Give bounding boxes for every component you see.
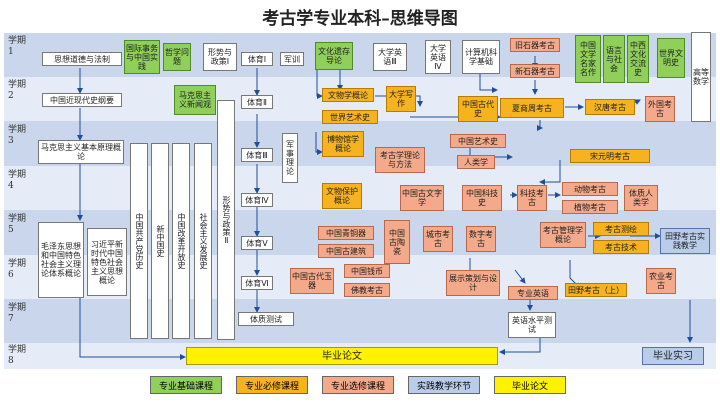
semester-label-3: 学期 3 [8,125,27,146]
course-shehui: 社会主义发展史 [194,143,212,339]
course-waiguo: 外国考古 [645,96,675,122]
course-songyuan: 宋元明考古 [570,149,650,163]
course-xinshiqi: 新石器考古 [510,64,560,78]
course-wenhua-yichan: 文化遗存导论 [315,42,353,70]
course-gaige: 中国改革开放史 [172,143,190,339]
course-tiyu1: 体育Ⅰ [241,52,273,66]
course-jindaishi: 中国近现代史纲要 [42,93,122,107]
course-daying4: 大学英语Ⅳ [425,40,451,74]
course-guwenzi: 中国古文字学 [400,185,444,211]
course-nongye: 农业考古 [646,268,676,294]
course-renleixue: 人类学 [457,155,495,169]
course-qianbi: 中国钱币 [344,264,390,278]
course-zhanlan: 展示策划与设计 [446,270,500,296]
course-keji-kaogu: 科技考古 [517,185,547,211]
course-bowuguan: 博物馆学概论 [322,131,364,157]
course-yuyan: 语言与社会 [603,35,625,83]
course-chengshi: 城市考古 [423,226,453,252]
course-celiang: 考古测绘 [593,222,649,236]
legend-thesis: 毕业论文 [494,376,566,394]
course-tiyu6: 体育Ⅵ [241,276,273,290]
course-wenwu-baohu: 文物保护概论 [322,183,362,209]
course-tianye-shang: 田野考古（上） [565,283,627,297]
course-gaodeng: 高等数学 [691,32,711,122]
course-gudai-shi: 中国古代史 [458,96,498,122]
course-tizhi-ceshi: 体质测试 [238,312,294,326]
course-yuqi: 中国古代玉器 [290,268,334,294]
course-yingyu-ceshi: 英语水平测试 [508,312,556,338]
course-makesi-xinwen: 马克思主义新闻观 [174,85,216,115]
course-zhongguo-yishu: 中国艺术史 [450,134,506,148]
legend-foundation: 专业基础课程 [150,376,222,394]
legend-elective: 专业选修课程 [322,376,394,394]
course-xinzhongguo: 新中国史 [151,143,169,339]
course-xingshi1: 形势与政策Ⅰ [203,43,237,71]
course-guanli: 考古管理学概论 [540,222,586,248]
course-maozedong: 毛泽东思想和中国特色社会主义理论体系概论 [38,222,84,298]
semester-label-2: 学期 2 [8,80,27,101]
course-xiashangzhou: 夏商周考古 [500,98,564,118]
legend-practice: 实践教学环节 [408,376,480,394]
page-title: 考古学专业本科–思维导图 [262,9,458,29]
course-sixiang: 思想道德与法制 [42,52,122,66]
course-guoji: 国际事务与中国实践 [124,40,160,74]
course-junxun: 军训 [280,52,304,66]
course-zhiwu: 植物考古 [562,200,618,214]
semester-label-4: 学期 4 [8,170,27,191]
course-shuzi: 数字考古 [466,226,496,252]
course-junshi: 军事理论 [282,133,298,183]
course-qingtong: 中国青铜器 [318,226,374,240]
course-gujianzhu: 中国古建筑 [318,244,374,258]
course-jiushiqi: 旧石器考古 [510,38,560,52]
semester-label-8: 学期 8 [8,345,27,366]
course-taoci: 中国古陶瓷 [384,220,410,264]
course-shijie-yishu: 世界艺术史 [322,110,378,124]
course-wenwuxue: 文物学概论 [322,88,374,102]
course-yuanli: 马克思主义基本原理概论 [38,140,124,164]
course-jisuanji: 计算机科学基础 [462,40,500,74]
course-xijinping: 习近平新时代中国特色社会主义思想概论 [87,228,127,296]
semester-label-6: 学期 6 [8,259,27,280]
course-daying3: 大学英语Ⅲ [373,43,407,71]
course-tiyu2: 体育Ⅱ [241,95,273,109]
course-daxue-xiezuo: 大学写作 [386,86,416,112]
semester-label-5: 学期 5 [8,214,27,235]
course-tiyu3: 体育Ⅲ [241,148,273,162]
course-tiyu4: 体育Ⅳ [241,193,273,207]
course-shijie-wenming: 世界文明史 [657,38,685,78]
course-xingshi2: 形势与政策Ⅱ [217,100,235,340]
course-hantang: 汉唐考古 [585,99,635,115]
course-tizhi: 体质人类学 [624,185,658,211]
semester-label-1: 学期 1 [8,36,27,57]
course-fojiao: 佛教考古 [344,283,390,297]
course-wenxue-mingjia: 中国文学名家名作 [575,35,601,83]
course-keji-shi: 中国科技史 [462,185,502,211]
course-lunwen: 毕业论文 [186,347,498,365]
course-tiyu5: 体育Ⅴ [241,236,273,250]
legend-required: 专业必修课程 [236,376,308,394]
course-jishu: 考古技术 [593,240,649,254]
course-tianye-sj: 田野考古实践教学 [660,228,710,254]
semester-label-7: 学期 7 [8,303,27,324]
course-kaogu-lilun: 考古学理论与方法 [375,147,425,173]
course-zhuanye-yingyu: 专业英语 [508,286,558,300]
course-zhexue: 哲学问题 [163,43,191,71]
course-zhongxi: 中西文化交流史 [627,35,649,83]
course-dongwu: 动物考古 [562,182,618,196]
course-gongchandang: 中国共产党历史 [130,143,148,339]
semester-band-7 [4,299,716,343]
course-shixi: 毕业实习 [642,347,704,365]
